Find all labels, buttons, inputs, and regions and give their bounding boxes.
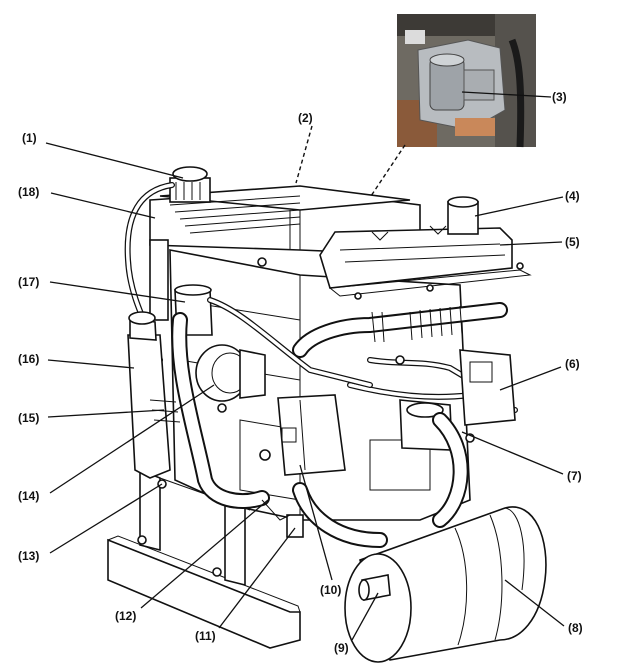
callout-7: (7) (567, 469, 582, 483)
callout-5: (5) (565, 235, 580, 249)
callout-6: (6) (565, 357, 580, 371)
callout-1: (1) (22, 131, 37, 145)
callout-16: (16) (18, 352, 39, 366)
callout-13: (13) (18, 549, 39, 563)
inset-photo (397, 14, 536, 148)
callout-3: (3) (552, 90, 567, 104)
callout-9: (9) (334, 641, 349, 655)
callout-11: (11) (195, 629, 216, 643)
callout-14: (14) (18, 489, 39, 503)
leader-lines (45, 91, 565, 641)
callouts: (1) (2) (3) (4) (5) (6) (7) (8) (9) (10)… (18, 90, 583, 655)
callout-17: (17) (18, 275, 39, 289)
callout-2: (2) (298, 111, 313, 125)
callout-18: (18) (18, 185, 39, 199)
callout-8: (8) (568, 621, 583, 635)
callout-15: (15) (18, 411, 39, 425)
engine-assembly (107, 166, 547, 663)
callout-10: (10) (320, 583, 341, 597)
callout-4: (4) (565, 189, 580, 203)
callout-12: (12) (115, 609, 136, 623)
